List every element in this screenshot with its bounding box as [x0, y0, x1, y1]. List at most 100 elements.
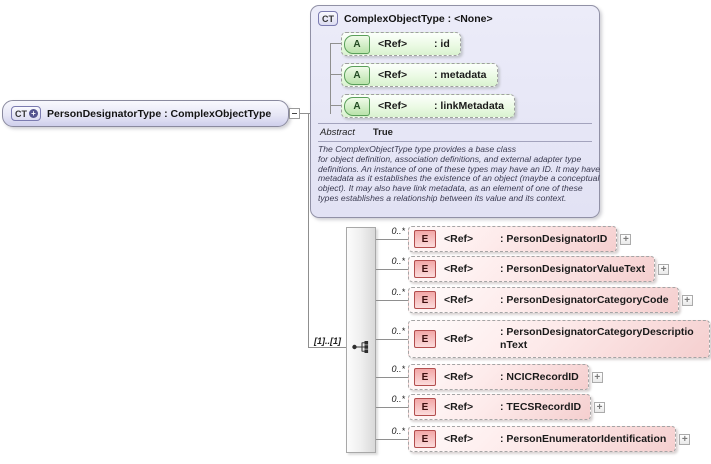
element-ncicrecordid[interactable]: E <Ref> : NCICRecordID — [408, 364, 589, 390]
a-badge-label: A — [353, 69, 361, 81]
abstract-value: True — [372, 127, 393, 138]
attribute-linkmetadata[interactable]: A <Ref> : linkMetadata — [341, 94, 516, 118]
type-box-persondesignatortype[interactable]: CT + PersonDesignatorType : ComplexObjec… — [2, 100, 289, 127]
element-name: : PersonDesignatorID — [500, 233, 608, 245]
attribute-stub-line — [330, 105, 343, 106]
a-badge-label: A — [353, 38, 361, 50]
e-badge-label: E — [421, 233, 429, 245]
abstract-label: Abstract — [320, 127, 355, 138]
element-name: : PersonEnumeratorIdentification — [500, 433, 667, 445]
e-badge-label: E — [421, 401, 429, 413]
element-name: : NCICRecordID — [500, 371, 579, 383]
connector-line — [308, 347, 346, 348]
expand-icon[interactable]: + — [681, 294, 693, 306]
element-icon: E — [414, 260, 436, 278]
element-connector: 0..* — [376, 364, 408, 390]
element-cardinality: 0..* — [391, 426, 405, 436]
expand-icon[interactable]: + — [679, 433, 691, 445]
ct-badge-label: CT — [322, 13, 334, 24]
element-row-personenumeratoridentification: 0..* E <Ref> : PersonEnumeratorIdentific… — [376, 426, 691, 452]
base-type-title: ComplexObjectType : <None> — [344, 12, 493, 25]
element-cardinality: 0..* — [391, 394, 405, 404]
element-persondesignatorcategorydescriptiontext[interactable]: E <Ref> : PersonDesignatorCategoryDescri… — [408, 320, 710, 358]
attribute-ref: <Ref> — [378, 69, 408, 81]
element-cardinality: 0..* — [391, 287, 405, 297]
attribute-icon: A — [344, 96, 370, 116]
e-badge-label: E — [421, 433, 429, 445]
attribute-name: : metadata — [434, 69, 487, 81]
element-ref: <Ref> — [444, 294, 474, 306]
attribute-ref: <Ref> — [378, 38, 408, 50]
element-cardinality: 0..* — [391, 364, 405, 374]
element-connector: 0..* — [376, 394, 408, 420]
element-row-persondesignatorid: 0..* E <Ref> : PersonDesignatorID + — [376, 226, 632, 252]
collapse-toggle[interactable] — [289, 108, 300, 119]
element-name: : PersonDesignatorCategoryCode — [500, 294, 669, 306]
element-ref: <Ref> — [444, 233, 474, 245]
element-persondesignatorid[interactable]: E <Ref> : PersonDesignatorID — [408, 226, 618, 252]
element-cardinality: 0..* — [391, 326, 405, 336]
element-cardinality: 0..* — [391, 256, 405, 266]
abstract-row: Abstract True — [320, 127, 393, 138]
element-row-ncicrecordid: 0..* E <Ref> : NCICRecordID + — [376, 364, 603, 390]
base-type-header: CT ComplexObjectType : <None> — [318, 11, 493, 26]
sequence-compositor[interactable] — [346, 227, 376, 453]
attribute-tree-line — [330, 43, 331, 114]
element-row-persondesignatorvaluetext: 0..* E <Ref> : PersonDesignatorValueText… — [376, 256, 670, 282]
element-ref: <Ref> — [444, 371, 474, 383]
ct-badge-label: CT — [15, 108, 27, 119]
element-ref: <Ref> — [444, 263, 474, 275]
element-connector: 0..* — [376, 287, 408, 313]
plus-circle-icon: + — [29, 109, 38, 118]
attribute-name: : id — [434, 38, 450, 50]
element-name: : PersonDesignatorCategoryDescriptionTex… — [500, 326, 694, 351]
element-icon: E — [414, 291, 436, 309]
element-icon: E — [414, 398, 436, 416]
complex-type-plus-icon: CT + — [11, 106, 41, 121]
e-badge-label: E — [421, 333, 429, 345]
expand-icon[interactable]: + — [591, 371, 603, 383]
sequence-cardinality: [1]..[1] — [314, 336, 341, 346]
e-badge-label: E — [421, 371, 429, 383]
divider — [318, 141, 592, 142]
e-badge-label: E — [421, 263, 429, 275]
element-ref: <Ref> — [444, 333, 474, 345]
element-personenumeratoridentification[interactable]: E <Ref> : PersonEnumeratorIdentification — [408, 426, 677, 452]
element-icon: E — [414, 430, 436, 448]
divider — [318, 123, 592, 124]
a-badge-label: A — [353, 100, 361, 112]
expand-icon[interactable]: + — [594, 401, 606, 413]
element-row-persondesignatorcategorydescriptiontext: 0..* E <Ref> : PersonDesignatorCategoryD… — [376, 320, 711, 358]
attribute-icon: A — [344, 34, 370, 54]
minus-icon — [292, 113, 297, 114]
attribute-icon: A — [344, 65, 370, 85]
expand-icon[interactable]: + — [658, 263, 670, 275]
sequence-icon — [352, 341, 369, 353]
element-row-tecsrecordid: 0..* E <Ref> : TECSRecordID + — [376, 394, 606, 420]
attribute-stub-line — [330, 43, 343, 44]
attribute-stub-line — [330, 74, 343, 75]
attribute-id[interactable]: A <Ref> : id — [341, 32, 461, 56]
element-connector: 0..* — [376, 256, 408, 282]
element-ref: <Ref> — [444, 433, 474, 445]
element-persondesignatorcategorycode[interactable]: E <Ref> : PersonDesignatorCategoryCode — [408, 287, 679, 313]
connector-line — [308, 113, 309, 347]
element-tecsrecordid[interactable]: E <Ref> : TECSRecordID — [408, 394, 592, 420]
element-connector: 0..* — [376, 226, 408, 252]
element-row-persondesignatorcategorycode: 0..* E <Ref> : PersonDesignatorCategoryC… — [376, 287, 693, 313]
element-icon: E — [414, 368, 436, 386]
expand-icon[interactable]: + — [620, 233, 632, 245]
element-ref: <Ref> — [444, 401, 474, 413]
attribute-name: : linkMetadata — [434, 100, 505, 112]
element-icon: E — [414, 230, 436, 248]
attribute-ref: <Ref> — [378, 100, 408, 112]
element-persondesignatorvaluetext[interactable]: E <Ref> : PersonDesignatorValueText — [408, 256, 656, 282]
type-description: The ComplexObjectType type provides a ba… — [318, 144, 601, 203]
element-name: : PersonDesignatorValueText — [500, 263, 646, 275]
element-cardinality: 0..* — [391, 226, 405, 236]
attribute-metadata[interactable]: A <Ref> : metadata — [341, 63, 498, 87]
element-connector: 0..* — [376, 426, 408, 452]
complex-type-icon: CT — [318, 11, 338, 26]
e-badge-label: E — [421, 294, 429, 306]
